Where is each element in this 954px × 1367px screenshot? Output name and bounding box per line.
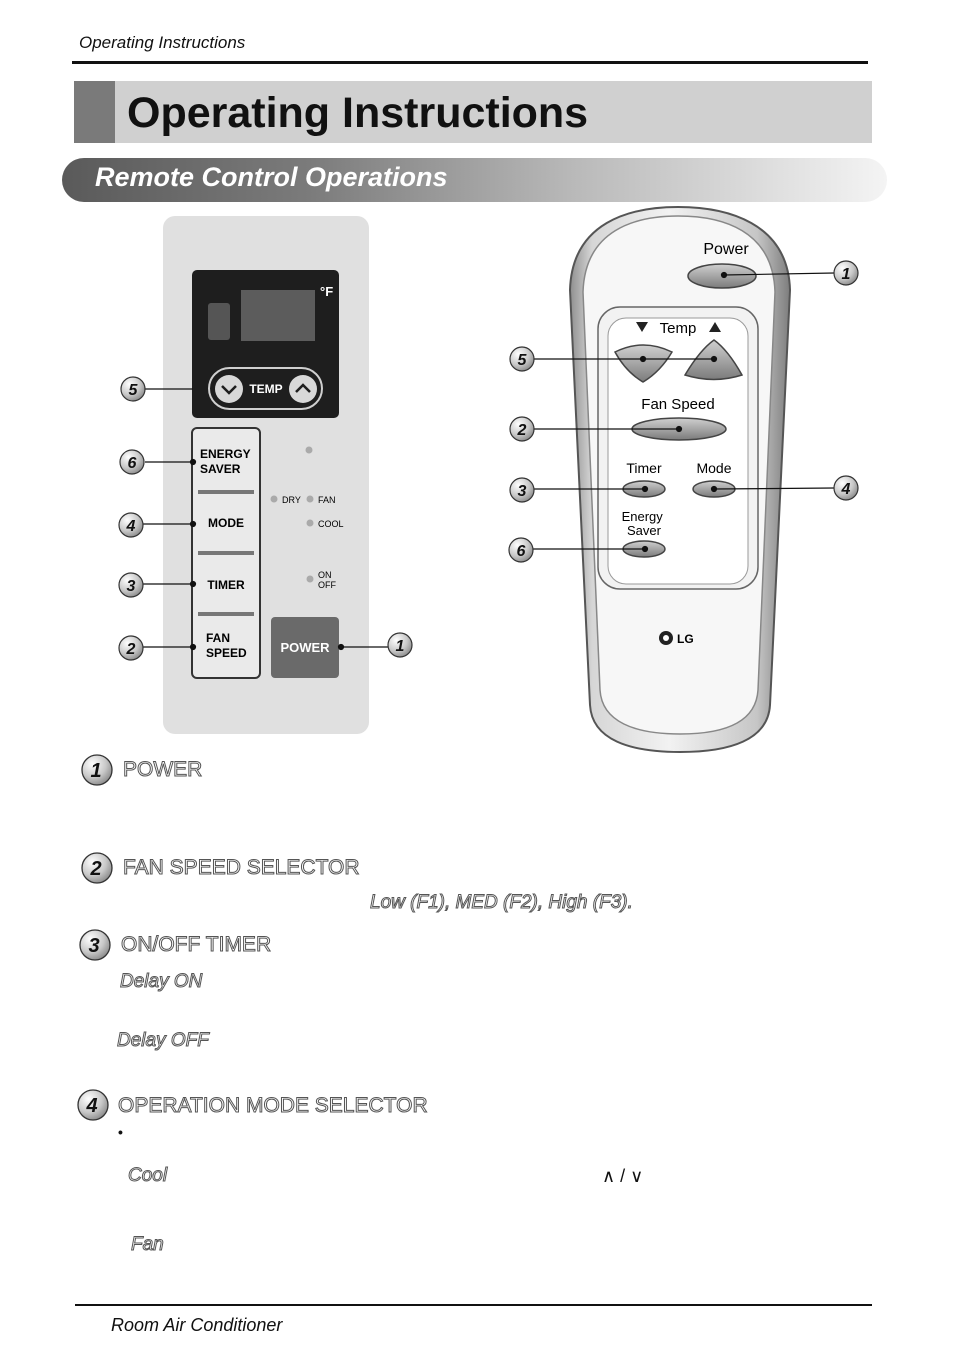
delay-on-label: Delay ON — [119, 971, 203, 993]
brand-label: LG — [677, 632, 694, 646]
remote-callout-5: 5 — [518, 352, 528, 369]
panel-callout-3: 3 — [127, 578, 136, 595]
control-panel: °F TEMP ENERGY SAVER MODE TIMER FAN SPEE… — [118, 216, 413, 734]
mode-bullet: • — [118, 1124, 123, 1140]
item-title-fan-speed: FAN SPEED SELECTOR — [123, 856, 361, 880]
cool-mode-label: Cool — [127, 1165, 168, 1187]
fan-indicator: FAN — [318, 495, 336, 505]
title-tab — [74, 81, 115, 143]
page-title: Operating Instructions — [127, 89, 589, 137]
remote-control: Power Temp Fan Speed Timer Mode Energy S… — [508, 205, 859, 754]
footer-text: Room Air Conditioner — [111, 1315, 283, 1335]
fan-speed-button[interactable]: FAN SPEED — [206, 631, 247, 660]
running-head: Operating Instructions — [79, 33, 246, 52]
remote-timer-label: Timer — [626, 460, 662, 476]
remote-callout-3: 3 — [518, 483, 527, 500]
header-rule — [72, 61, 868, 64]
remote-power-label: Power — [703, 241, 749, 258]
panel-callout-1: 1 — [396, 638, 405, 655]
temp-display — [241, 290, 315, 341]
item-title-mode: OPERATION MODE SELECTOR — [118, 1094, 429, 1118]
remote-callout-4: 4 — [841, 481, 851, 498]
chevron-up-icon — [295, 383, 311, 393]
on-off-indicator: ON OFF — [318, 570, 336, 590]
cool-led — [306, 519, 314, 527]
remote-callout-2: 2 — [517, 422, 527, 439]
energy-saver-led — [305, 446, 313, 454]
remote-temp-down-button[interactable] — [613, 344, 674, 383]
panel-callout-5: 5 — [129, 382, 139, 399]
panel-callout-2: 2 — [126, 641, 136, 658]
energy-saver-button[interactable]: ENERGY SAVER — [200, 447, 254, 476]
unit-label: °F — [320, 284, 333, 299]
timer-led — [306, 575, 314, 583]
triangle-down-icon — [636, 322, 648, 332]
timer-button[interactable]: TIMER — [207, 578, 245, 592]
item-number-4: 4 — [85, 1095, 97, 1117]
triangle-up-icon — [709, 322, 721, 332]
remote-fan-speed-label: Fan Speed — [641, 396, 714, 413]
footer-rule — [75, 1304, 872, 1306]
chevron-down-icon — [221, 385, 237, 395]
remote-mode-label: Mode — [696, 460, 731, 476]
item-number-2: 2 — [89, 858, 101, 880]
remote-temp-label: Temp — [660, 320, 697, 337]
mode-button[interactable]: MODE — [208, 516, 244, 530]
remote-energy-saver-label: Energy Saver — [622, 509, 667, 538]
section-title: Remote Control Operations — [95, 162, 448, 192]
section-banner — [62, 158, 887, 202]
up-down-arrows: ∧ / ∨ — [602, 1166, 644, 1186]
controls-diagram: °F TEMP ENERGY SAVER MODE TIMER FAN SPEE… — [118, 205, 859, 754]
panel-callout-6: 6 — [128, 455, 137, 472]
panel-callout-4: 4 — [126, 518, 136, 535]
temp-up-button[interactable] — [289, 375, 317, 403]
item-bubbles: 1 2 3 4 — [77, 754, 113, 1121]
item-number-1: 1 — [90, 760, 101, 782]
dry-led — [270, 495, 278, 503]
item-number-3: 3 — [88, 935, 99, 957]
fan-mode-label: Fan — [131, 1234, 165, 1256]
fan-led — [306, 495, 314, 503]
dry-indicator: DRY — [282, 495, 301, 505]
delay-off-label: Delay OFF — [117, 1030, 210, 1052]
power-button[interactable] — [271, 617, 339, 678]
cool-indicator: COOL — [318, 519, 344, 529]
title-bar — [74, 81, 872, 143]
temp-down-button[interactable] — [215, 375, 243, 403]
remote-callout-1: 1 — [842, 266, 851, 283]
item-title-timer: ON/OFF TIMER — [120, 933, 272, 957]
indicator-segment — [208, 303, 230, 340]
remote-callout-6: 6 — [517, 543, 526, 560]
power-button-label: POWER — [280, 640, 330, 655]
item-title-power: POWER — [122, 758, 203, 782]
temp-label: TEMP — [249, 382, 282, 396]
fan-speed-levels: Low (F1), MED (F2), High (F3). — [370, 892, 634, 914]
